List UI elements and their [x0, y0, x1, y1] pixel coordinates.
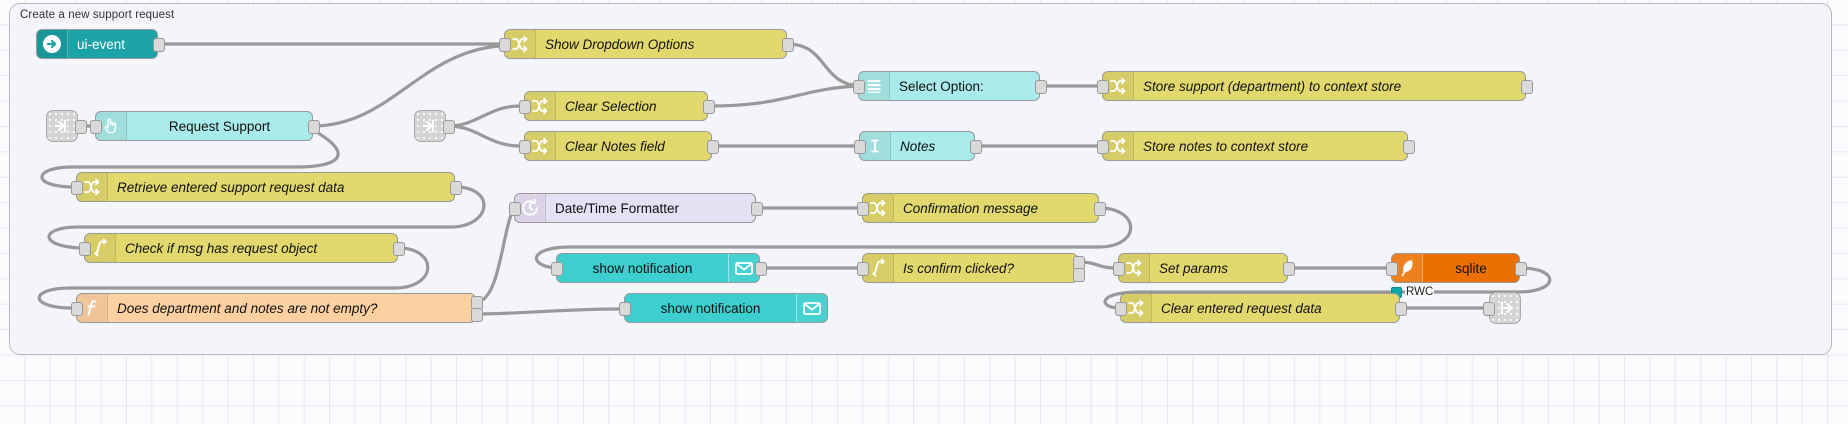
port-in[interactable]: [1097, 80, 1109, 94]
port-out[interactable]: [755, 262, 767, 276]
node-label: Clear entered request data: [1161, 300, 1322, 316]
node-label: sqlite: [1455, 260, 1487, 276]
change-icon: [77, 173, 108, 201]
node-label: Is confirm clicked?: [903, 260, 1015, 276]
port-in[interactable]: [79, 242, 91, 256]
port-out-2[interactable]: [471, 308, 483, 322]
port-out[interactable]: [703, 100, 715, 114]
node-label: Check if msg has request object: [125, 240, 318, 256]
node-request-support[interactable]: Request Support: [90, 111, 320, 141]
port-out[interactable]: [443, 120, 455, 134]
port-out[interactable]: [1035, 80, 1047, 94]
port-in[interactable]: [551, 262, 563, 276]
node-label: Store notes to context store: [1143, 138, 1309, 154]
port-out[interactable]: [153, 38, 165, 52]
node-show-notification-2[interactable]: show notification: [619, 293, 828, 323]
port-in[interactable]: [71, 181, 83, 195]
node-clear-entered-request-data[interactable]: Clear entered request data: [1115, 293, 1407, 323]
node-is-confirm-clicked[interactable]: Is confirm clicked?: [857, 253, 1085, 283]
node-select-option[interactable]: Select Option:: [853, 71, 1047, 101]
port-out[interactable]: [970, 140, 982, 154]
port-in[interactable]: [1115, 302, 1127, 316]
node-retrieve-request-data[interactable]: Retrieve entered support request data: [71, 172, 462, 202]
port-in[interactable]: [857, 202, 869, 216]
envelope-icon: [728, 254, 759, 282]
port-out[interactable]: [1283, 262, 1295, 276]
flow-group-label: Create a new support request: [20, 9, 175, 21]
node-label: Clear Notes field: [565, 138, 665, 154]
port-in[interactable]: [519, 140, 531, 154]
node-notes[interactable]: Notes: [854, 131, 982, 161]
port-in[interactable]: [1113, 262, 1125, 276]
link-in-icon: [54, 119, 67, 133]
port-out[interactable]: [450, 181, 462, 195]
node-clear-notes-field[interactable]: Clear Notes field: [519, 131, 719, 161]
node-label: Request Support: [168, 118, 271, 134]
port-in[interactable]: [90, 120, 102, 134]
node-label: ui-event: [77, 36, 126, 52]
node-sqlite[interactable]: sqlite: [1386, 253, 1527, 283]
port-out[interactable]: [1094, 202, 1106, 216]
node-label: Notes: [900, 138, 936, 154]
port-in[interactable]: [857, 262, 869, 276]
envelope-icon: [796, 294, 827, 322]
arrow-circle-icon: [37, 30, 68, 58]
node-label: show notification: [592, 260, 693, 276]
node-label: Confirmation message: [903, 200, 1039, 216]
link-in-icon: [422, 119, 435, 133]
port-out-2[interactable]: [1073, 268, 1085, 282]
node-datetime-formatter[interactable]: Date/Time Formatter: [509, 193, 763, 223]
port-out[interactable]: [308, 120, 320, 134]
port-in[interactable]: [854, 140, 866, 154]
node-label: Show Dropdown Options: [545, 36, 695, 52]
link-in-node-1[interactable]: [46, 110, 87, 142]
node-store-support[interactable]: Store support (department) to context st…: [1097, 71, 1533, 101]
node-show-dropdown-options[interactable]: Show Dropdown Options: [499, 29, 794, 59]
node-set-params[interactable]: Set params: [1113, 253, 1295, 283]
node-validate-not-empty[interactable]: Does department and notes are not empty?: [71, 293, 483, 323]
node-show-notification-1[interactable]: show notification: [551, 253, 767, 283]
node-confirmation-message[interactable]: Confirmation message: [857, 193, 1106, 223]
port-out[interactable]: [1395, 302, 1407, 316]
port-in[interactable]: [1386, 262, 1398, 276]
port-out[interactable]: [751, 202, 763, 216]
status-text: RWC: [1405, 286, 1435, 298]
node-store-notes[interactable]: Store notes to context store: [1097, 131, 1415, 161]
port-in[interactable]: [509, 202, 521, 216]
link-in-node-2[interactable]: [414, 110, 455, 142]
port-out[interactable]: [1515, 262, 1527, 276]
port-in[interactable]: [1483, 302, 1495, 316]
clock-icon: [515, 194, 546, 222]
port-out[interactable]: [707, 140, 719, 154]
port-out[interactable]: [782, 38, 794, 52]
port-out[interactable]: [75, 120, 87, 134]
change-icon: [1119, 254, 1150, 282]
link-out-icon: [1500, 301, 1514, 315]
port-in[interactable]: [519, 100, 531, 114]
status-badge-sqlite: RWC: [1391, 286, 1435, 298]
change-icon: [1103, 132, 1134, 160]
node-label: Retrieve entered support request data: [117, 179, 345, 195]
node-label: Select Option:: [899, 78, 984, 94]
node-label: Does department and notes are not empty?: [117, 300, 378, 316]
port-in[interactable]: [71, 302, 83, 316]
port-out-1[interactable]: [393, 242, 405, 256]
port-in[interactable]: [619, 302, 631, 316]
node-check-msg-request-object[interactable]: Check if msg has request object: [79, 233, 405, 263]
port-out[interactable]: [1521, 80, 1533, 94]
node-label: Date/Time Formatter: [555, 200, 680, 216]
node-label: Clear Selection: [565, 98, 657, 114]
port-out[interactable]: [1403, 140, 1415, 154]
node-label: show notification: [660, 300, 761, 316]
node-ui-event[interactable]: ui-event: [36, 29, 165, 59]
link-out-node-1[interactable]: [1483, 292, 1521, 324]
port-in[interactable]: [853, 80, 865, 94]
port-in[interactable]: [499, 38, 511, 52]
node-clear-selection[interactable]: Clear Selection: [519, 91, 715, 121]
port-in[interactable]: [1097, 140, 1109, 154]
node-label: Store support (department) to context st…: [1143, 78, 1402, 94]
node-label: Set params: [1159, 260, 1229, 276]
